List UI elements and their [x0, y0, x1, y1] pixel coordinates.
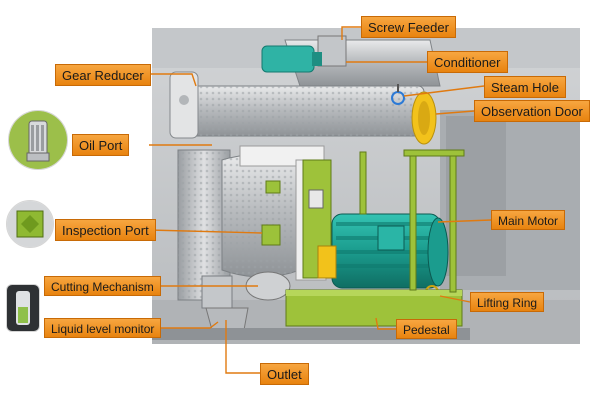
- leader-observation-door: [435, 110, 475, 115]
- label-outlet: Outlet: [260, 363, 309, 385]
- label-cutting-mechanism: Cutting Mechanism: [44, 276, 161, 296]
- leader-liquid-level: [149, 321, 219, 329]
- liquid-level-detail-icon: [7, 285, 39, 331]
- oil-port-detail-icon: [9, 111, 67, 169]
- inspection-port: [261, 224, 281, 246]
- inspection-port-detail-icon: [7, 201, 53, 247]
- label-conditioner: Conditioner: [427, 51, 508, 73]
- label-main-motor: Main Motor: [491, 210, 566, 230]
- label-lifting-ring: Lifting Ring: [470, 292, 545, 312]
- label-pedestal: Pedestal: [396, 319, 457, 339]
- leader-gear-reducer: [144, 73, 197, 87]
- label-observation-door: Observation Door: [474, 100, 590, 122]
- label-screw-feeder: Screw Feeder: [361, 16, 456, 38]
- liquid-level-monitor-inset: [6, 284, 40, 332]
- leader-steam-hole: [403, 85, 485, 97]
- leader-outlet: [225, 320, 260, 374]
- label-steam-hole: Steam Hole: [484, 76, 566, 98]
- label-oil-port: Oil Port: [72, 134, 130, 156]
- leader-screw-feeder: [341, 26, 361, 40]
- label-inspection-port: Inspection Port: [55, 219, 156, 241]
- label-gear-reducer: Gear Reducer: [55, 64, 151, 86]
- label-liquid-level-monitor: Liquid level monitor: [44, 318, 162, 338]
- oil-port-inset: [8, 110, 68, 170]
- leader-main-motor: [437, 219, 492, 223]
- leader-pedestal: [375, 317, 396, 330]
- inspection-port-inset: [6, 200, 54, 248]
- leader-inspection-port: [148, 229, 263, 234]
- leader-lifting-ring: [439, 295, 471, 303]
